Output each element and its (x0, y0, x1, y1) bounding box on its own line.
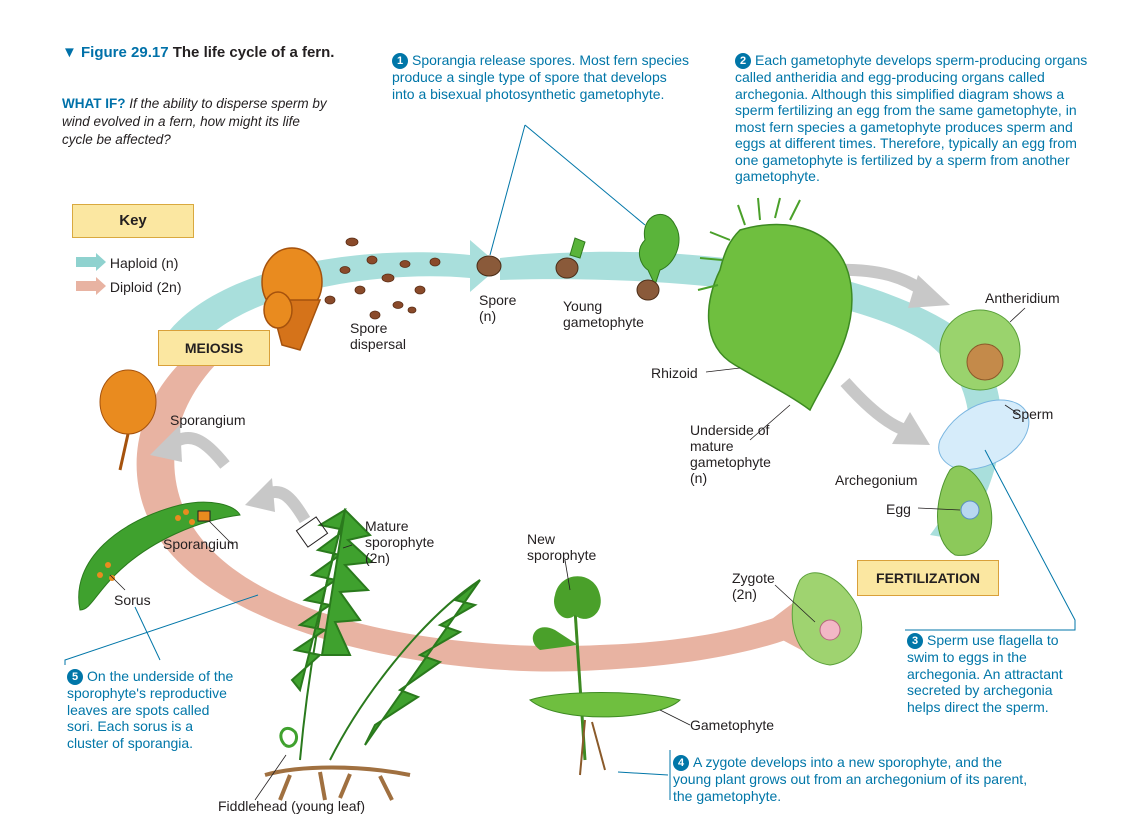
label-egg: Egg (886, 501, 911, 517)
sorus-detail-box (197, 510, 211, 522)
young-gametophyte-large (636, 213, 680, 301)
label-sporangium-top: Sporangium (170, 412, 246, 428)
label-rhizoid: Rhizoid (651, 365, 698, 381)
new-sporophyte-illustration (528, 576, 681, 776)
diploid-cycle-band (136, 345, 800, 672)
what-if-text: If the ability to disperse sperm by wind… (62, 96, 327, 147)
note-3-number: 3 (907, 633, 923, 649)
mature-sporophyte-illustration (290, 507, 481, 761)
arrow-to-leaf-head (245, 478, 275, 512)
key-haploid-label: Haploid (n) (109, 255, 179, 271)
key-title: Key (72, 204, 194, 238)
label-mature-sporophyte: Mature sporophyte (2n) (365, 518, 435, 566)
note-2-number: 2 (735, 53, 751, 69)
spore (476, 255, 502, 277)
zygote-illustration (791, 572, 863, 666)
sori (97, 509, 195, 581)
note-4-number: 4 (673, 755, 689, 771)
antheridium-illustration (939, 309, 1021, 391)
arrow-to-archegonium (840, 378, 908, 436)
key-diploid: Diploid (2n) (76, 274, 181, 296)
rhizome (264, 765, 411, 801)
label-sperm: Sperm (1012, 406, 1054, 422)
haploid-swatch-icon (76, 253, 106, 271)
note-1-number: 1 (392, 53, 408, 69)
note-3-text: Sperm use flagella to swim to eggs in th… (907, 632, 1063, 715)
opening-sporangia (261, 247, 323, 351)
figure-title: ▼ Figure 29.17 The life cycle of a fern. (62, 43, 342, 62)
diploid-swatch-icon (76, 277, 106, 295)
note-4-text: A zygote develops into a new sporophyte,… (673, 754, 1028, 804)
egg-illustration (960, 500, 980, 520)
figure-number: ▼ Figure 29.17 (62, 44, 169, 61)
note-5-text: On the underside of the sporophyte's rep… (67, 668, 234, 751)
label-gametophyte: Gametophyte (690, 717, 775, 733)
label-new-sporophyte: New sporophyte (527, 531, 597, 563)
key-diploid-label: Diploid (2n) (109, 279, 182, 295)
label-zygote: Zygote (2n) (732, 570, 775, 602)
dispersed-spores (324, 237, 441, 320)
young-gametophyte-small (555, 237, 586, 279)
label-antheridium: Antheridium (985, 290, 1060, 306)
label-sorus: Sorus (114, 592, 151, 608)
fertilization-stage: FERTILIZATION (857, 560, 999, 596)
arrow-to-sporangium-head (150, 425, 182, 462)
arrow-to-archegonium-head (892, 412, 930, 445)
meiosis-stage: MEIOSIS (158, 330, 270, 366)
mature-gametophyte (697, 197, 853, 412)
figure-title-text: The life cycle of a fern. (172, 44, 335, 61)
arrow-to-antheridium-head (908, 275, 950, 308)
leaf-detail-box (295, 516, 329, 548)
label-spore-dispersal: Spore dispersal (350, 320, 407, 352)
label-young-gametophyte: Young gametophyte (563, 298, 644, 330)
sporangium-illustration (99, 369, 157, 471)
black-leader-lines (109, 307, 1026, 801)
what-if-label: WHAT IF? (62, 96, 126, 111)
archegonium-illustration (937, 465, 993, 556)
label-underside: Underside of mature gametophyte (n) (690, 422, 771, 486)
label-fiddlehead: Fiddlehead (young leaf) (218, 798, 366, 814)
blue-leader-lines (64, 124, 1076, 800)
note-1-text: Sporangia release spores. Most fern spec… (392, 52, 690, 102)
key-haploid: Haploid (n) (76, 250, 178, 272)
note-2-text: Each gametophyte develops sperm-producin… (735, 52, 1088, 184)
label-sporangium-leaf: Sporangium (163, 536, 239, 552)
sperm-swim-zone (938, 399, 1030, 471)
what-if-question: WHAT IF? If the ability to disperse sper… (62, 95, 332, 149)
note-5-number: 5 (67, 669, 83, 685)
haploid-cycle-arrow (170, 240, 500, 345)
label-spore: Spore (n) (479, 292, 517, 324)
fiddlehead (279, 726, 299, 748)
label-archegonium: Archegonium (835, 472, 918, 488)
